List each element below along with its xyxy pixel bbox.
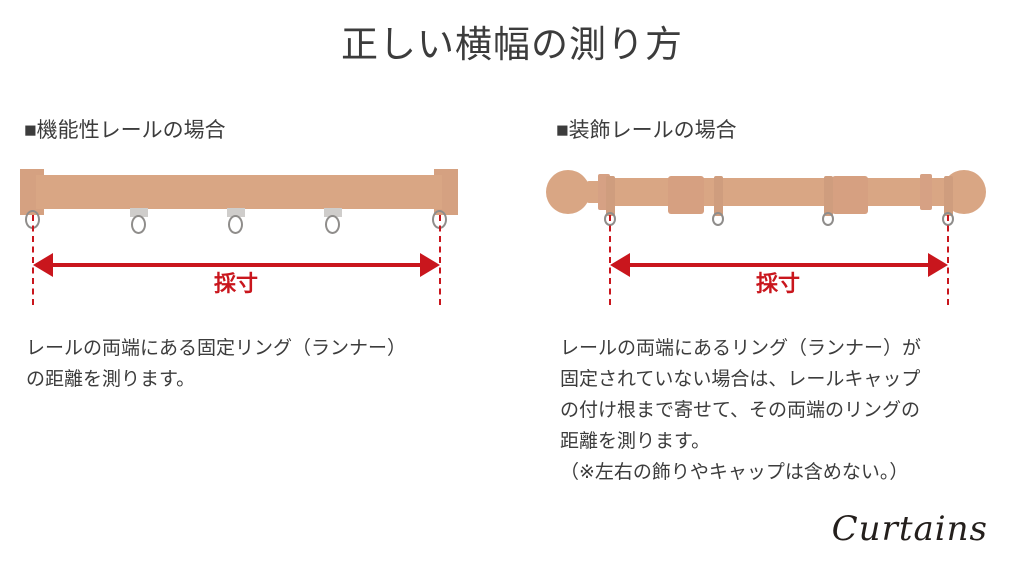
measurement-indicator-decorative: 採寸 [512,215,1024,315]
decorative-rail-illustration [512,160,1024,310]
curtain-ring [712,212,724,226]
caption-line: 固定されていない場合は、レールキャップ [560,369,921,390]
brand-logo: Curtains [831,509,988,549]
section-heading-decorative: ■装飾レールの場合 [556,119,737,142]
measure-label: 採寸 [755,271,800,296]
page-title: 正しい横幅の測り方 [341,24,683,65]
measurement-indicator-functional: 採寸 [0,215,512,315]
finial-ball-left [546,170,590,214]
measure-arrowhead-right [420,253,440,277]
ring-hanger [606,176,615,216]
runner-glider [227,208,245,217]
measure-arrowhead-left [610,253,630,277]
runner-ring [131,215,146,234]
measure-arrowhead-left [33,253,53,277]
runner-ring [228,215,243,234]
ring-hanger [944,176,953,216]
rail-collar-right [920,174,932,210]
section-decorative-rail: ■装飾レールの場合 [512,0,1024,565]
caption-line: レールの両端にあるリング（ランナー）が [560,338,922,359]
section-functional-rail: ■機能性レールの場合 採寸 レールの両端にある固定リング（ラン [0,119,512,395]
measure-arrow-line [36,263,436,267]
caption-line: 距離を測ります。 [560,431,711,452]
measure-arrowhead-right [928,253,948,277]
rail-body [36,175,442,209]
measure-arrow-line [613,263,944,267]
curtain-ring [822,212,834,226]
functional-rail-illustration [0,160,512,310]
measure-guide-right [439,215,441,305]
caption-line: レールの両端にある固定リング（ランナー） [26,338,407,359]
rail-bracket [832,176,868,214]
runner-glider [130,208,148,217]
caption-line: の付け根まで寄せて、その両端のリングの [560,400,921,421]
measure-guide-right [947,215,949,305]
measure-label: 採寸 [213,271,258,296]
rail-pole [604,178,964,206]
caption-decorative: レールの両端にあるリング（ランナー）が 固定されていない場合は、レールキャップ … [560,333,1020,488]
caption-line: （※左右の飾りやキャップは含めない。） [560,462,909,483]
caption-line: の距離を測ります。 [26,369,196,390]
ring-hanger [714,176,723,216]
section-heading-functional: ■機能性レールの場合 [24,119,226,142]
rail-bracket [668,176,704,214]
ring-hanger [824,176,833,216]
caption-functional: レールの両端にある固定リング（ランナー） の距離を測ります。 [26,333,496,395]
runner-ring [325,215,340,234]
runner-glider [324,208,342,217]
